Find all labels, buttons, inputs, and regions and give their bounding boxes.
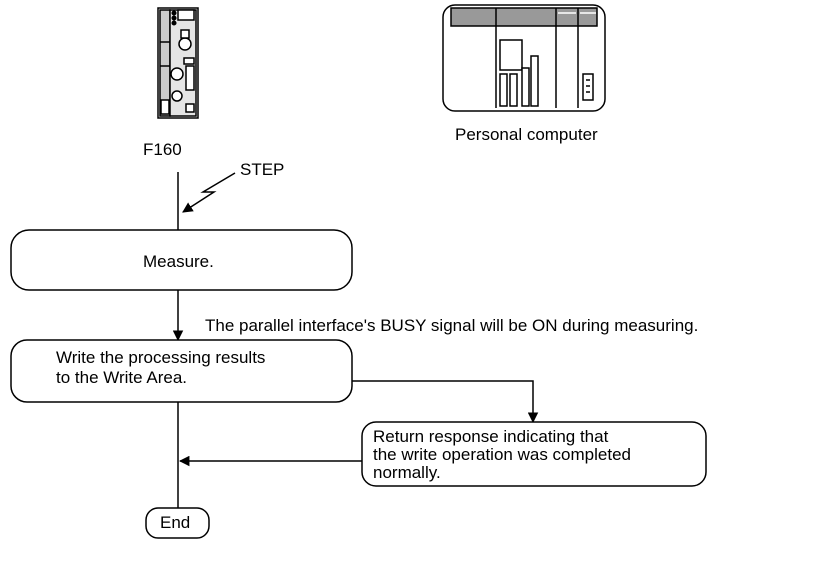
f160-label: F160 [143, 140, 182, 159]
measure-box [10, 229, 353, 291]
response-text: Return response indicating that the writ… [373, 427, 631, 482]
step-signal-arrow [182, 172, 236, 213]
response-box [361, 421, 707, 487]
write-results-box [10, 339, 353, 403]
f160-device-icon [157, 7, 199, 119]
end-box [145, 507, 210, 539]
write-results-text: Write the processing results to the Writ… [56, 348, 266, 387]
personal-computer-label: Personal computer [455, 125, 598, 144]
personal-computer-icon [442, 4, 606, 112]
step-label: STEP [240, 160, 285, 179]
busy-signal-note: The parallel interface's BUSY signal wil… [205, 316, 699, 335]
end-text: End [160, 513, 191, 532]
measure-text: Measure. [143, 252, 214, 271]
flow-line-write-to-response [352, 380, 539, 424]
